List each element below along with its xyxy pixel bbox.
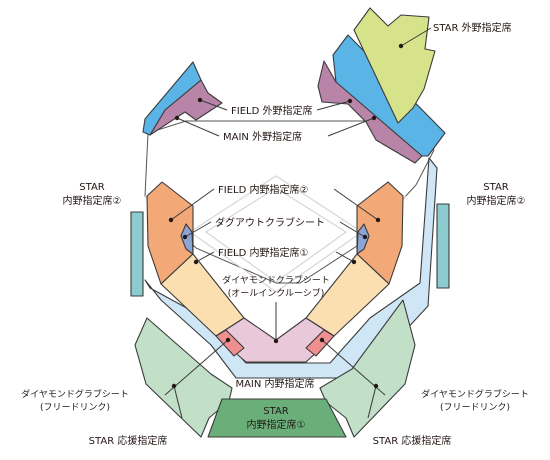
label-dugout-club: ダグアウトクラブシート (215, 216, 325, 229)
leader-field-outfield-right (316, 100, 351, 111)
label-diamond-club-sub: (オールインクルーシブ) (228, 287, 325, 299)
label-star-infield-2-right: STAR (483, 182, 509, 193)
label-star-outfield: STAR 外野指定席 (433, 21, 512, 34)
diamond-glove-right[interactable] (305, 329, 335, 357)
label-star-ouen-left: STAR 応援指定席 (89, 434, 168, 447)
label-star-infield-2-right-sub: 内野指定席② (467, 194, 526, 207)
label-star-infield-2-left-sub: 内野指定席② (63, 194, 122, 207)
label-diamond-glove-right: ダイヤモンドグラブシート (421, 388, 529, 400)
star-outfield-seats[interactable] (353, 7, 436, 124)
leader-dot (168, 217, 174, 223)
field-outfield-left[interactable] (149, 79, 223, 136)
label-star-infield-2-left: STAR (79, 182, 105, 193)
leader-field-outfield-left (199, 99, 228, 111)
leader-dot (351, 259, 357, 265)
leader-dot (362, 234, 368, 240)
leader-dot (347, 98, 353, 104)
leader-dot (197, 97, 203, 103)
star-infield-2-right[interactable] (436, 203, 450, 289)
label-main-outfield: MAIN 外野指定席 (223, 130, 302, 143)
dugout-club-left[interactable] (180, 223, 194, 255)
label-diamond-glove-right-sub: (フリードリンク) (440, 402, 510, 413)
label-diamond-glove-left-sub: (フリードリンク) (40, 402, 110, 413)
leader-dugout-left (184, 221, 212, 238)
leader-dot (193, 259, 199, 265)
leader-dot (225, 337, 231, 343)
label-main-infield: MAIN 内野指定席 (235, 377, 314, 390)
leader-dot (375, 217, 381, 223)
label-field-outfield: FIELD 外野指定席 (231, 104, 312, 117)
infield-diamond (188, 175, 364, 293)
label-field-infield-2: FIELD 内野指定席② (218, 183, 308, 196)
label-star-infield-1: STAR (263, 406, 289, 417)
label-field-infield-1: FIELD 内野指定席① (218, 246, 308, 259)
diamond-glove-left[interactable] (215, 329, 245, 357)
label-star-ouen-right: STAR 応援指定席 (373, 434, 452, 447)
leader-field-infield-1-left (195, 251, 215, 263)
label-diamond-club: ダイヤモンドクラブシート (222, 274, 330, 286)
leader-dugout-right (339, 221, 366, 238)
dugout-club-right[interactable] (356, 223, 370, 255)
leader-star-ouen-left (173, 385, 183, 419)
label-star-infield-1-sub: 内野指定席① (247, 418, 306, 431)
leader-dot (373, 383, 379, 389)
leader-dot (182, 234, 188, 240)
leader-field-infield-1-right (335, 251, 355, 263)
leader-field-infield-2-left (170, 188, 215, 221)
leader-star-outfield (400, 27, 432, 47)
leader-main-outfield-left (176, 117, 220, 137)
main-outfield-left[interactable] (142, 61, 202, 136)
leader-dot (174, 115, 180, 121)
leader-dot (398, 43, 404, 49)
infield-diamond-inner (204, 187, 348, 283)
label-diamond-glove-left: ダイヤモンドグラブシート (21, 388, 129, 400)
leader-dot (371, 115, 377, 121)
leader-dot (171, 383, 177, 389)
leader-dot (319, 337, 325, 343)
leader-dot (273, 338, 279, 344)
star-infield-2-left[interactable] (130, 211, 144, 297)
leader-field-infield-2-right (333, 188, 379, 221)
leader-main-outfield-right (327, 117, 375, 137)
star-infield-1-seats[interactable] (207, 398, 347, 438)
leader-star-ouen-right (367, 385, 377, 419)
